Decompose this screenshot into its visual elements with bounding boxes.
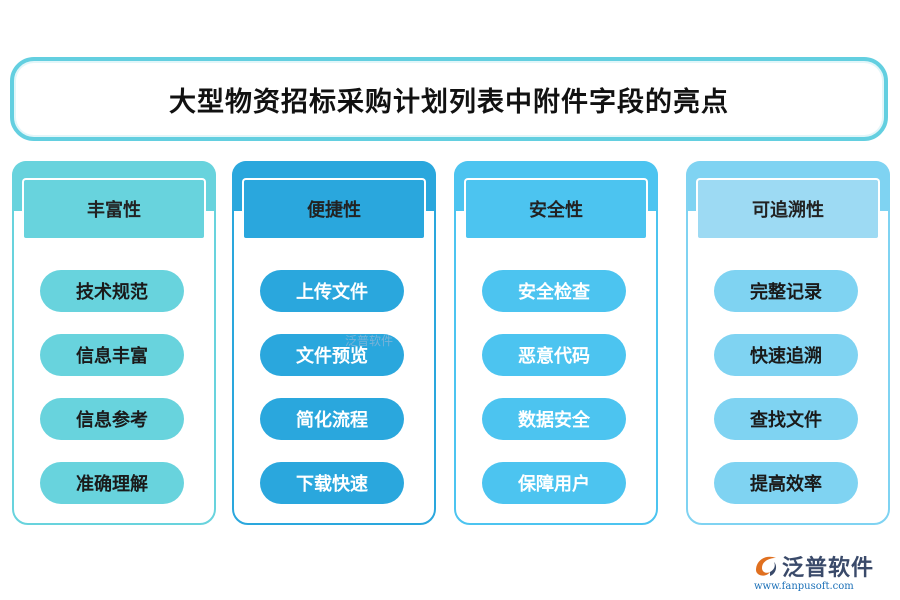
feature-pill: 上传文件: [260, 270, 404, 312]
highlight-card: 可追溯性完整记录快速追溯查找文件提高效率: [686, 161, 890, 525]
feature-pill: 技术规范: [40, 270, 184, 312]
feature-pill: 提高效率: [714, 462, 858, 504]
watermark: 泛普软件: [345, 334, 394, 348]
feature-pill: 保障用户: [482, 462, 626, 504]
feature-pill: 简化流程: [260, 398, 404, 440]
feature-pill: 安全检查: [482, 270, 626, 312]
highlight-card: 丰富性技术规范信息丰富信息参考准确理解: [12, 161, 216, 525]
feature-pill: 信息丰富: [40, 334, 184, 376]
feature-pill: 恶意代码: [482, 334, 626, 376]
card-heading: 安全性: [466, 180, 646, 238]
brand-logo: 泛普软件 www.fanpusoft.com: [746, 548, 886, 598]
feature-pill: 准确理解: [40, 462, 184, 504]
feature-pill: 下载快速: [260, 462, 404, 504]
card-heading: 可追溯性: [698, 180, 878, 238]
brand-name: 泛普软件: [782, 556, 875, 581]
fanpu-logo-icon: [756, 556, 777, 576]
highlight-card: 便捷性上传文件文件预览简化流程下载快速: [232, 161, 436, 525]
card-heading: 丰富性: [24, 180, 204, 238]
feature-pill: 信息参考: [40, 398, 184, 440]
feature-pill: 文件预览: [260, 334, 404, 376]
feature-pill: 快速追溯: [714, 334, 858, 376]
highlight-card: 安全性安全检查恶意代码数据安全保障用户: [454, 161, 658, 525]
brand-url: www.fanpusoft.com: [754, 581, 854, 592]
card-heading: 便捷性: [244, 180, 424, 238]
feature-pill: 查找文件: [714, 398, 858, 440]
title-frame: 大型物资招标采购计划列表中附件字段的亮点: [10, 57, 888, 141]
feature-pill: 数据安全: [482, 398, 626, 440]
diagram-title: 大型物资招标采购计划列表中附件字段的亮点: [169, 86, 729, 118]
feature-pill: 完整记录: [714, 270, 858, 312]
